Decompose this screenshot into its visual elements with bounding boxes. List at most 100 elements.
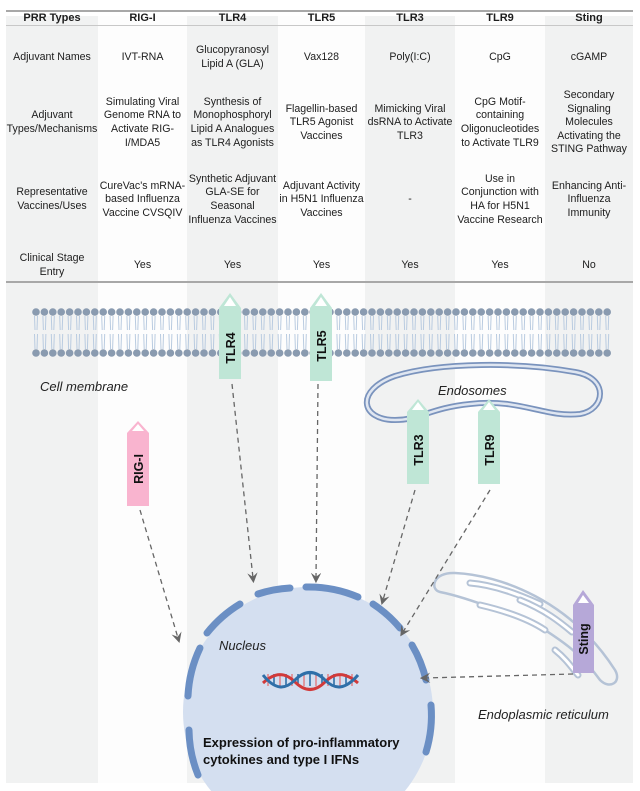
lipid-head — [275, 349, 284, 357]
lipid-head — [561, 349, 569, 357]
lipid-head — [284, 349, 292, 357]
lipid-head — [65, 308, 74, 316]
table-cell: Yes — [491, 259, 509, 272]
header-tlr3: TLR3 — [396, 11, 424, 24]
arrow-tlr3-to-nucleus — [379, 489, 416, 605]
svg-text:TLR5: TLR5 — [315, 330, 329, 361]
lipid-head — [242, 349, 250, 357]
lipid-head — [460, 308, 469, 316]
lipid-head — [544, 308, 553, 316]
lipid-head — [511, 349, 519, 357]
table-cell: CureVac's mRNA-based Influenza Vaccine C… — [99, 179, 186, 219]
receptor-rigi: RIG-I — [127, 421, 149, 506]
lipid-head — [32, 349, 40, 357]
lipid-head — [107, 308, 116, 316]
lipid-head — [259, 308, 267, 316]
svg-text:Sting: Sting — [577, 623, 591, 654]
lipid-head — [242, 308, 250, 316]
header-tlr5: TLR5 — [307, 11, 336, 24]
lipid-head — [418, 308, 427, 316]
table-cell: Flagellin-based TLR5 Agonist Vaccines — [285, 102, 358, 142]
lipid-head — [74, 308, 82, 316]
lipid-head — [82, 349, 91, 357]
expression-label-line1: Expression of pro-inflammatory — [203, 735, 400, 750]
arrow-sting-to-nucleus — [419, 672, 574, 684]
lipid-head — [116, 308, 124, 316]
table-cell: Simulating Viral Genome RNA to Activate … — [103, 95, 182, 149]
lipid-head — [427, 308, 435, 316]
lipid-head — [301, 308, 309, 316]
row-label: Adjuvant Names — [13, 51, 91, 64]
lipid-head — [32, 308, 40, 316]
lipid-head — [553, 308, 561, 316]
table-bottom-rule — [6, 281, 633, 283]
prr-signaling-diagram: Cell membrane Endosomes Endoplasmic reti… — [32, 293, 619, 791]
lipid-head — [40, 308, 49, 316]
lipid-head — [494, 308, 502, 316]
endoplasmic-reticulum-label: Endoplasmic reticulum — [478, 707, 609, 722]
lipid-head — [200, 349, 208, 357]
lipid-head — [124, 349, 133, 357]
lipid-head — [107, 349, 116, 357]
column-bg-rigi — [98, 16, 187, 783]
lipid-head — [527, 349, 536, 357]
table-cell: Synthetic Adjuvant GLA-SE for Seasonal I… — [188, 172, 277, 226]
header-prr-types: PRR Types — [23, 11, 81, 24]
lipid-head — [292, 349, 301, 357]
lipid-head — [359, 349, 368, 357]
table-cell: Synthesis of Monophosphoryl Lipid A Anal… — [190, 95, 275, 149]
lipid-head — [133, 308, 141, 316]
lipid-head — [385, 308, 393, 316]
table-cell: Poly(I:C) — [389, 51, 431, 64]
lipid-head — [191, 349, 200, 357]
lipid-head — [595, 308, 603, 316]
lipid-head — [460, 349, 469, 357]
lipid-head — [595, 349, 603, 357]
row-label: Representative Vaccines/Uses — [16, 186, 88, 212]
lipid-head — [351, 349, 360, 357]
table-cell: Secondary Signaling Molecules Activating… — [551, 89, 627, 156]
table-cell: Glucopyranosyl Lipid A (GLA) — [195, 44, 269, 70]
lipid-head — [368, 308, 376, 316]
lipid-head — [57, 308, 65, 316]
lipid-head — [536, 349, 544, 357]
lipid-head — [343, 308, 351, 316]
header-sting: Sting — [575, 11, 603, 24]
lipid-head — [452, 349, 460, 357]
lipid-head — [208, 349, 217, 357]
lipid-head — [410, 349, 418, 357]
lipid-head — [578, 308, 586, 316]
cell-membrane-bilayer — [32, 308, 611, 357]
lipid-head — [502, 308, 511, 316]
header-tlr4: TLR4 — [218, 11, 247, 24]
lipid-head — [208, 308, 217, 316]
lipid-head — [393, 349, 402, 357]
lipid-head — [485, 308, 494, 316]
lipid-head — [485, 349, 494, 357]
table-cell: Use in Conjunction with HA for H5N1 Vacc… — [457, 172, 543, 226]
lipid-head — [376, 349, 385, 357]
table-cell: Yes — [401, 259, 419, 272]
lipid-head — [267, 349, 276, 357]
lipid-head — [191, 308, 200, 316]
lipid-head — [267, 308, 276, 316]
table-cell: Yes — [312, 259, 331, 272]
dna-icon — [261, 671, 360, 691]
lipid-head — [359, 308, 368, 316]
receptor-sting: Sting — [573, 590, 594, 673]
lipid-head — [443, 349, 452, 357]
lipid-head — [578, 349, 586, 357]
lipid-head — [116, 349, 124, 357]
lipid-head — [141, 349, 149, 357]
table-cell: - — [408, 193, 412, 206]
receptor-tlr3: TLR3 — [407, 399, 429, 484]
lipid-head — [586, 349, 595, 357]
lipid-head — [401, 349, 410, 357]
lipid-head — [292, 308, 301, 316]
header-rigi: RIG-I — [129, 11, 156, 24]
lipid-head — [511, 308, 519, 316]
lipid-head — [418, 349, 427, 357]
svg-text:TLR3: TLR3 — [412, 434, 426, 465]
lipid-head — [553, 349, 561, 357]
table-cell: No — [582, 259, 596, 272]
